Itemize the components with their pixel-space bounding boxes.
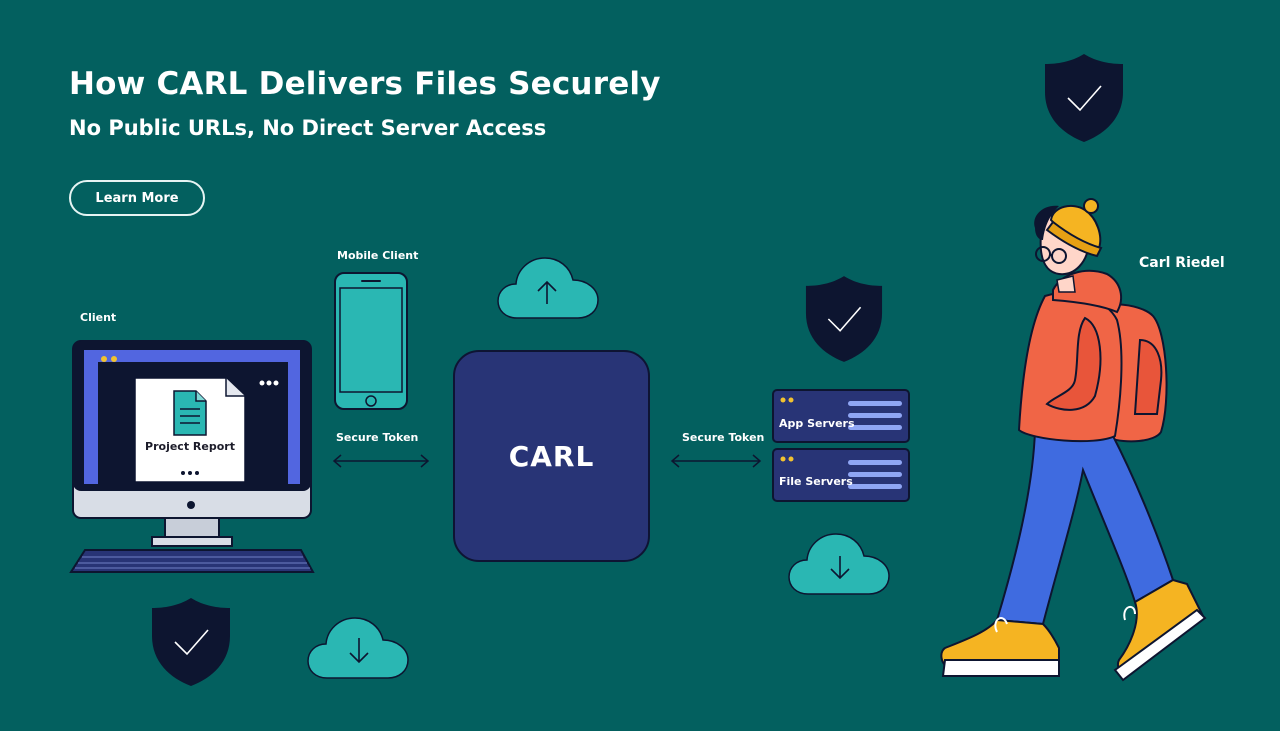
secure-token-label-right: Secure Token [682,431,765,444]
document-card: Project Report [134,377,246,483]
app-servers-label: App Servers [779,417,855,430]
app-servers-panel: App Servers [772,389,910,443]
mobile-client-label: Mobile Client [337,249,419,262]
double-arrow-icon [332,454,430,468]
cloud-download-icon [788,533,890,595]
cloud-upload-icon [497,257,599,319]
carl-box: CARL [453,350,650,562]
secure-token-label-left: Secure Token [336,431,419,444]
double-arrow-icon [670,454,762,468]
cloud-download-icon [307,617,409,679]
file-servers-panel: File Servers [772,448,910,502]
page-title: How CARL Delivers Files Securely [69,66,661,102]
shield-check-icon [805,276,883,362]
document-title: Project Report [145,440,235,453]
learn-more-button[interactable]: Learn More [69,180,205,216]
mobile-phone [334,272,408,410]
client-label: Client [80,311,117,324]
carl-label: CARL [508,439,595,473]
shield-check-icon [1045,54,1123,142]
file-servers-label: File Servers [779,475,853,488]
document-icon [173,390,207,436]
page-subtitle: No Public URLs, No Direct Server Access [69,116,547,140]
person-illustration [940,198,1207,682]
person-name-label: Carl Riedel [1139,255,1225,271]
shield-check-icon [152,598,230,686]
